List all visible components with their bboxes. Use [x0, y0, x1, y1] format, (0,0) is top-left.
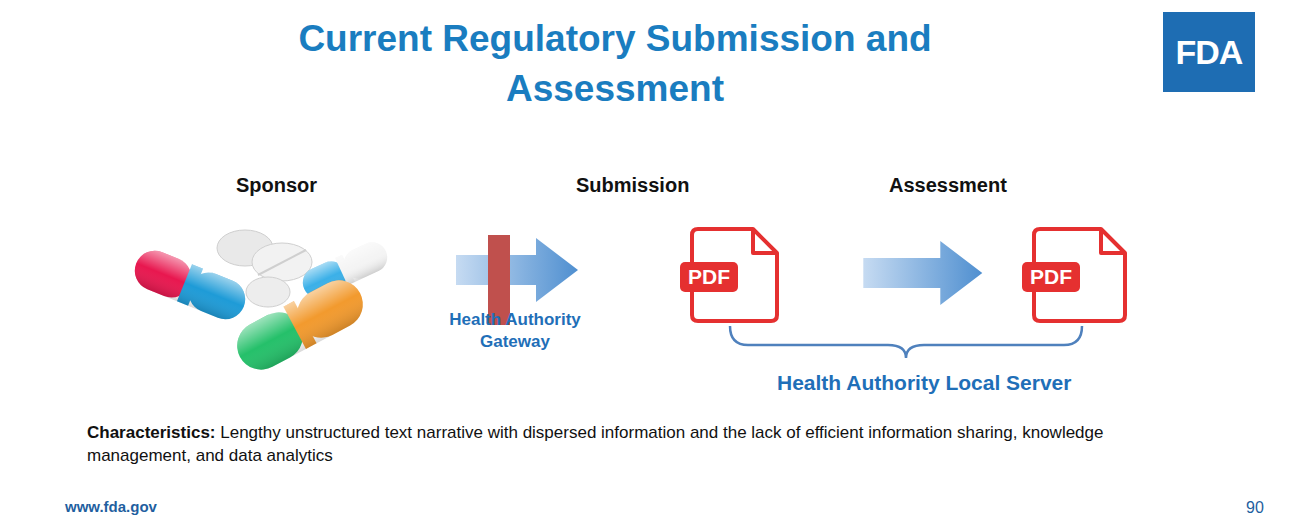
server-bracket — [730, 326, 1082, 358]
gateway-arrow — [456, 238, 578, 302]
gateway-label: Health Authority Gateway — [420, 309, 610, 353]
server-label: Health Authority Local Server — [777, 371, 1071, 395]
pdf-document: PDF — [1018, 226, 1128, 324]
diagram-title: Current Regulatory Submission and Assess… — [235, 14, 995, 114]
flow-arrow — [863, 241, 982, 305]
footer-url: www.fda.gov — [65, 498, 157, 515]
column-header: Submission — [576, 174, 689, 197]
page-number: 90 — [1246, 499, 1264, 517]
logo-box: FDA — [1163, 12, 1255, 92]
note-body: Lengthy unstructured text narrative with… — [87, 423, 1104, 465]
pdf-document: PDF — [676, 226, 780, 324]
logo-text: FDA — [1176, 33, 1243, 72]
pdf-tag: PDF — [1022, 262, 1080, 292]
characteristics-note: Characteristics: Lengthy unstructured te… — [87, 421, 1177, 467]
column-header: Sponsor — [236, 174, 317, 197]
pills-illustration — [129, 230, 392, 378]
note-heading: Characteristics: — [87, 423, 216, 442]
pdf-tag: PDF — [680, 262, 738, 292]
column-header: Assessment — [889, 174, 1007, 197]
